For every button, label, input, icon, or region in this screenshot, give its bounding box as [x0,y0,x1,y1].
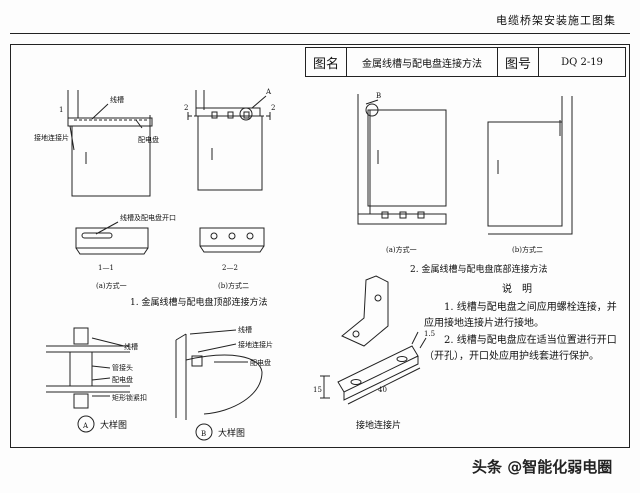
ground-plate-bracket [341,275,389,347]
fig1-section-num-left: 2 [184,104,188,112]
fig1b-elevation [187,90,271,191]
fig1-method-a: (a)方式一 [96,281,127,290]
detail-a-locknut: 矩形锁紧扣 [112,393,147,402]
fig2-method-a: (a)方式一 [386,245,417,254]
detail-b-drawing [175,329,263,441]
fig2b-elevation [487,96,573,235]
section-2-2 [199,227,265,253]
fig1-trough-label: 线槽 [110,95,124,104]
title-no-value: DQ 2-19 [561,56,603,68]
fig2-method-b: (b)方式二 [512,245,543,254]
book-title: 电缆桥架安装施工图集 [496,14,616,27]
watermark: 头条 @智能化弱电圈 [472,458,613,476]
detail-a-nipple: 管接头 [112,363,133,372]
notes-block: 说明 1. 线槽与配电盘之间应用螺栓连接，并应用接地连接片进行接地。 2. 线槽… [424,282,620,366]
detail-b-title: 大样图 [218,427,245,439]
section-1-1 [75,221,149,255]
fig2-detail-b-mark: B [376,92,381,100]
fig2a-elevation [357,94,447,225]
fig1-section-num-1: 1 [59,106,63,114]
detail-b-panel: 配电盘 [250,358,271,367]
ground-plate-dim-length: 40 [378,386,387,394]
detail-a-drawing [46,327,130,433]
fig1-panel-label: 配电盘 [138,135,159,144]
fig1-detail-a-mark: A [265,88,272,96]
fig1-section-num-right: 2 [271,104,275,112]
detail-a-title: 大样图 [100,419,127,431]
fig1a-elevation [67,90,153,197]
title-block: 图名 金属线槽与配电盘连接方法 图号 DQ 2-19 [305,47,626,77]
fig1-caption: 1. 金属线槽与配电盘顶部连接方法 [130,296,267,308]
detail-a-mark: A [82,422,89,430]
section-1-1-label: 1—1 [98,264,114,272]
ground-plate-dim-width: 15 [313,386,322,394]
detail-a-trough: 线槽 [124,342,138,351]
section-2-2-label: 2—2 [222,264,238,272]
fig1-method-b: (b)方式二 [218,281,249,290]
title-no-label: 图号 [498,48,539,76]
fig2-caption: 2. 金属线槽与配电盘底部连接方法 [410,263,547,275]
detail-b-ground: 接地连接片 [238,340,273,349]
drawing-frame [10,44,630,448]
notes-title: 说明 [502,284,542,295]
detail-b-mark: B [201,430,206,438]
title-name-label: 图名 [306,48,347,76]
fig1-ground-label: 接地连接片 [34,133,69,142]
header-rule [10,33,630,34]
title-name-value: 金属线槽与配电盘连接方法 [347,48,498,76]
detail-b-trough: 线槽 [238,325,252,334]
ground-plate-dim-thickness: 1.5 [424,330,435,338]
ground-plate-title: 接地连接片 [356,419,401,431]
detail-a-panel: 配电盘 [112,375,133,384]
fig1-opening-label: 线槽及配电盘开口 [120,213,176,222]
ground-plate-strip [320,331,427,405]
note-item-1: 1. 线槽与配电盘之间应用螺栓连接，并应用接地连接片进行接地。 [424,301,617,330]
note-item-2: 2. 线槽与配电盘应在适当位置进行开口（开孔），开口处应用护线套进行保护。 [424,334,617,363]
